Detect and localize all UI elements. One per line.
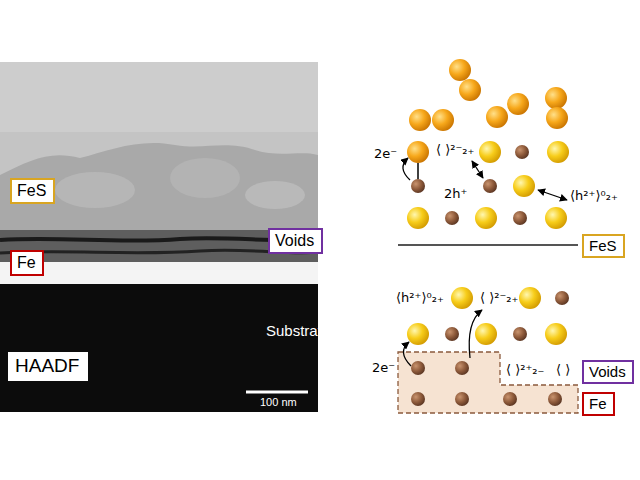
iron-atom <box>548 392 562 406</box>
sulfur-atom <box>407 207 429 229</box>
label-text: FeS <box>17 181 48 200</box>
iron-atom <box>513 327 527 341</box>
electron-arrow <box>403 342 411 366</box>
sulfur-atom <box>475 323 497 345</box>
sulfur-atom <box>407 141 429 163</box>
iron-atom <box>513 211 527 225</box>
fes-grain <box>170 158 240 198</box>
sulfur-atom <box>459 79 481 101</box>
iron-atom <box>483 179 497 193</box>
iron-region <box>398 352 578 413</box>
scale-bar <box>246 391 308 394</box>
interface-line <box>398 244 578 246</box>
sulfur-atom <box>545 207 567 229</box>
layer-label: Fe <box>582 392 615 416</box>
scale-label: 100 nm <box>260 396 297 409</box>
label-text: FeS <box>589 237 618 255</box>
fes-layer <box>0 143 318 232</box>
label-text: Voids <box>589 363 627 381</box>
iron-atom <box>503 392 517 406</box>
iron-atom <box>445 211 459 225</box>
charge-label: 2h⁺ <box>444 186 467 202</box>
sulfur-atom <box>479 141 501 163</box>
sulfur-atom <box>519 287 541 309</box>
label-text: Fe <box>589 395 608 413</box>
sulfur-atom <box>451 287 473 309</box>
label-text: Fe <box>17 253 37 272</box>
region-label: Substrate <box>266 322 330 340</box>
layer-label: FeS <box>582 234 625 258</box>
layer-label: Voids <box>582 360 634 384</box>
sulfur-atom <box>432 109 454 131</box>
sulfur-atom <box>409 109 431 131</box>
mode-label: HAADF <box>8 352 88 381</box>
sulfur-atom <box>547 141 569 163</box>
iron-atom <box>555 291 569 305</box>
sulfur-atom <box>507 93 529 115</box>
sulfur-atom <box>546 107 568 129</box>
substrate <box>0 284 318 412</box>
iron-atom <box>455 392 469 406</box>
label-text: HAADF <box>15 355 81 378</box>
diffusion-arrow <box>469 310 482 358</box>
sulfur-atom <box>486 106 508 128</box>
iron-atom <box>515 145 529 159</box>
layer-label: FeS <box>10 178 55 204</box>
fes-grain <box>245 181 305 209</box>
charge-label: 2e⁻ <box>374 146 397 162</box>
layer-label: Voids <box>268 228 323 254</box>
sulfur-atom <box>545 323 567 345</box>
iron-atom <box>445 327 459 341</box>
exchange-arrow <box>538 190 567 200</box>
defect-label: ⟨ ⟩²⁻₂₊ <box>480 290 518 306</box>
defect-label: ⟨ ⟩ <box>556 362 570 378</box>
exchange-arrow <box>472 161 483 178</box>
sulfur-atom <box>449 59 471 81</box>
bond-line <box>417 163 419 179</box>
defect-label: ⟨ ⟩²⁺₂₋ <box>506 362 544 378</box>
electron-arrow <box>403 158 410 180</box>
micrograph-top-region <box>0 62 318 132</box>
sulfur-atom <box>513 175 535 197</box>
sulfur-atom <box>475 207 497 229</box>
charge-label: 2e⁻ <box>372 360 395 376</box>
defect-label: ⟨ ⟩²⁻₂₊ <box>436 142 474 158</box>
iron-atom <box>411 361 425 375</box>
iron-atom <box>411 392 425 406</box>
iron-atom <box>455 361 469 375</box>
defect-label: ⟨h²⁺⟩⁰₂₊ <box>570 188 618 204</box>
label-text: Voids <box>275 231 316 250</box>
defect-label: ⟨h²⁺⟩⁰₂₊ <box>396 290 444 306</box>
fes-grain <box>55 172 135 208</box>
sulfur-atom <box>545 87 567 109</box>
iron-atom <box>411 179 425 193</box>
sulfur-atom <box>407 323 429 345</box>
fe-layer <box>0 262 318 284</box>
layer-label: Fe <box>10 250 44 276</box>
